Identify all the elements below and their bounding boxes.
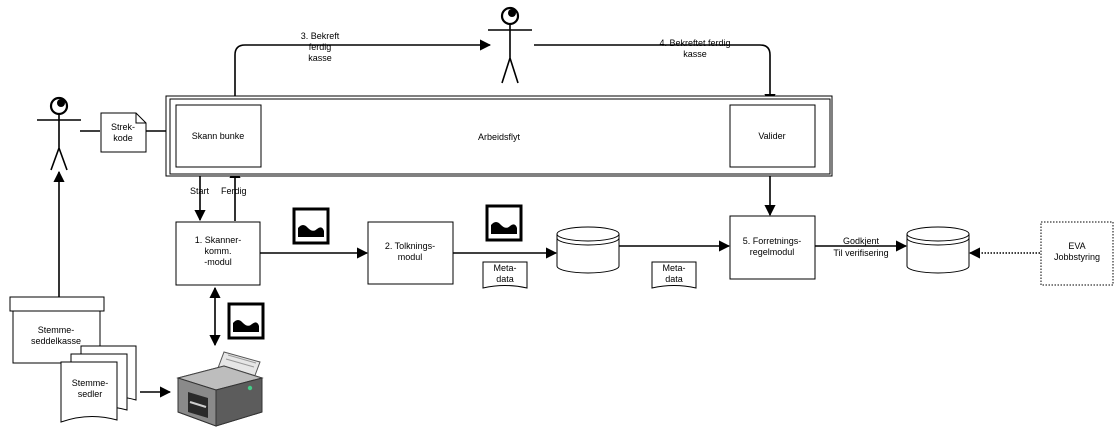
- skanner-modul-line-1: 1. Skanner-: [195, 235, 242, 245]
- eva-line-2: Jobbstyring: [1054, 252, 1100, 262]
- stemmeseddelkasse-line-2: seddelkasse: [31, 336, 81, 346]
- person-icon: [488, 6, 532, 84]
- document-icon: Strek- kode: [100, 112, 147, 153]
- valider-label: Valider: [758, 131, 785, 141]
- metadata-1-line-2: data: [496, 274, 514, 284]
- label-bekreftet-line-1: 4. Bekreftet ferdig: [659, 38, 730, 48]
- skanner-modul-line-3: -modul: [204, 257, 232, 267]
- skann-bunke-label: Skann bunke: [192, 131, 245, 141]
- tolkning-modul-line-2: modul: [398, 252, 423, 262]
- label-ferdig: Ferdig: [221, 186, 247, 196]
- metadata-1-line-1: Meta-: [493, 263, 516, 273]
- document-icon: Meta- data: [651, 261, 697, 289]
- skann-bunke-box: Skann bunke: [175, 104, 262, 168]
- forretningsregel-modul-box: 5. Forretnings- regelmodul: [729, 215, 816, 280]
- arbeidsflyt-container: Arbeidsflyt: [165, 95, 833, 177]
- eva-jobbstyring-box: EVA Jobbstyring: [1040, 221, 1114, 286]
- label-bekreft-line-3: kasse: [308, 53, 332, 63]
- scanner-icon: [176, 351, 264, 427]
- skanner-modul-box: 1. Skanner- komm. -modul: [175, 221, 261, 286]
- edge-labels: 3. Bekreft ferdig kasse 4. Bekreftet fer…: [190, 31, 889, 258]
- edge-bekreftet-ferdig-kasse: [534, 44, 776, 106]
- person-icon: [37, 96, 81, 171]
- arbeidsflyt-label: Arbeidsflyt: [478, 132, 521, 142]
- label-bekreftet-line-2: kasse: [683, 49, 707, 59]
- label-til-verifisering: Til verifisering: [833, 248, 888, 258]
- label-start: Start: [190, 186, 210, 196]
- strekkode-line-1: Strek-: [111, 122, 135, 132]
- image-icon: [227, 302, 265, 340]
- strekkode-line-2: kode: [113, 133, 133, 143]
- stemmesedler-line-2: sedler: [78, 389, 103, 399]
- metadata-2-line-1: Meta-: [662, 263, 685, 273]
- valider-box: Valider: [729, 104, 816, 168]
- label-godkjent: Godkjent: [843, 236, 880, 246]
- skanner-modul-line-2: komm.: [205, 246, 232, 256]
- eva-line-1: EVA: [1068, 241, 1085, 251]
- document-stack: Stemme- sedler: [60, 345, 137, 423]
- database-icon: [906, 226, 970, 274]
- stemmeseddelkasse-line-1: Stemme-: [38, 325, 75, 335]
- edge-bekreft-ferdig-kasse: [234, 39, 492, 105]
- document-icon: Meta- data: [482, 261, 528, 289]
- label-bekreft-line-1: 3. Bekreft: [301, 31, 340, 41]
- image-icon: [292, 207, 330, 245]
- metadata-2-line-2: data: [665, 274, 683, 284]
- tolkning-modul-box: 2. Tolknings- modul: [367, 221, 454, 285]
- tolkning-modul-line-1: 2. Tolknings-: [385, 241, 435, 251]
- stemmesedler-line-1: Stemme-: [72, 378, 109, 388]
- image-icon: [485, 204, 523, 242]
- forretningsregel-line-1: 5. Forretnings-: [743, 236, 802, 246]
- forretningsregel-line-2: regelmodul: [750, 247, 795, 257]
- database-icon: [556, 226, 620, 274]
- label-bekreft-line-2: ferdig: [309, 42, 332, 52]
